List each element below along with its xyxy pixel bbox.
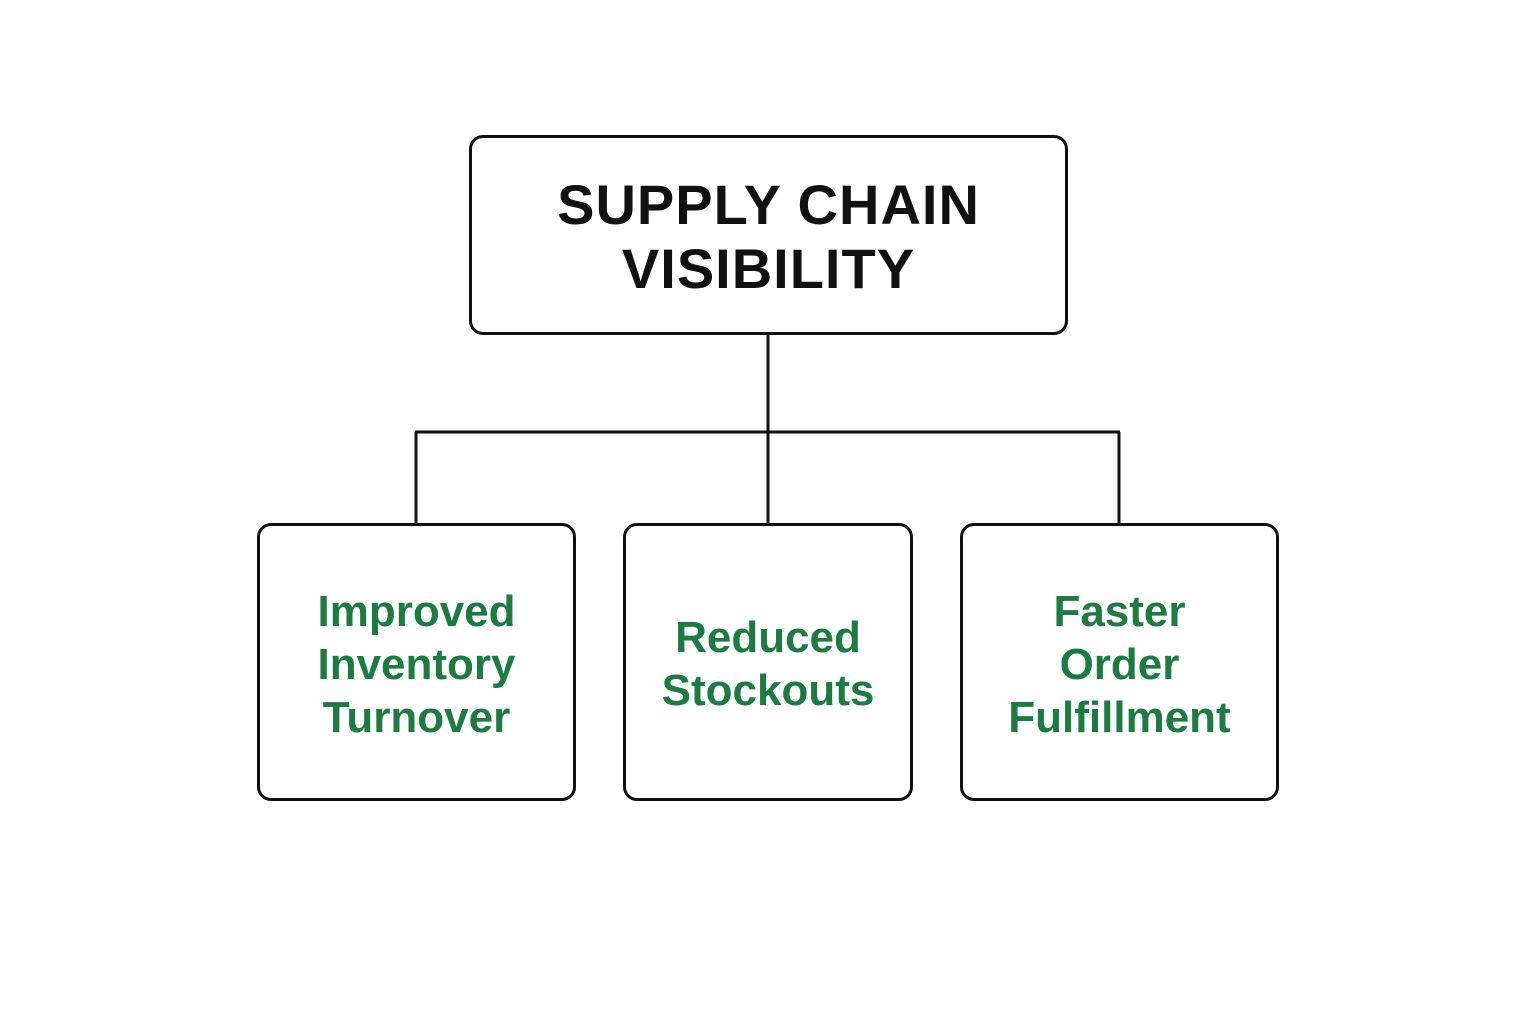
- child-label-line: Stockouts: [661, 666, 875, 715]
- root-node-label: SUPPLY CHAIN VISIBILITY: [557, 169, 980, 301]
- child-label-line: Order: [1059, 639, 1180, 689]
- root-node-supply-chain-visibility: SUPPLY CHAIN VISIBILITY: [469, 135, 1068, 335]
- child-label-line: Turnover: [322, 692, 511, 742]
- child-node-reduced-stockouts: Reduced Stockouts: [623, 523, 913, 801]
- child-node-faster-order-fulfillment: Faster Order Fulfillment: [960, 523, 1279, 801]
- child-node-label: Improved Inventory Turnover: [317, 581, 515, 744]
- root-label-line: SUPPLY CHAIN: [557, 173, 980, 236]
- child-label-line: Fulfillment: [1008, 692, 1231, 742]
- child-label-line: Faster: [1053, 586, 1186, 636]
- child-label-line: Reduced: [675, 613, 861, 662]
- child-label-line: Improved: [317, 586, 516, 636]
- child-node-improved-inventory-turnover: Improved Inventory Turnover: [257, 523, 576, 801]
- child-node-label: Faster Order Fulfillment: [1008, 581, 1230, 744]
- child-node-label: Reduced Stockouts: [662, 607, 875, 717]
- root-label-line: VISIBILITY: [621, 237, 916, 300]
- child-label-line: Inventory: [317, 639, 516, 689]
